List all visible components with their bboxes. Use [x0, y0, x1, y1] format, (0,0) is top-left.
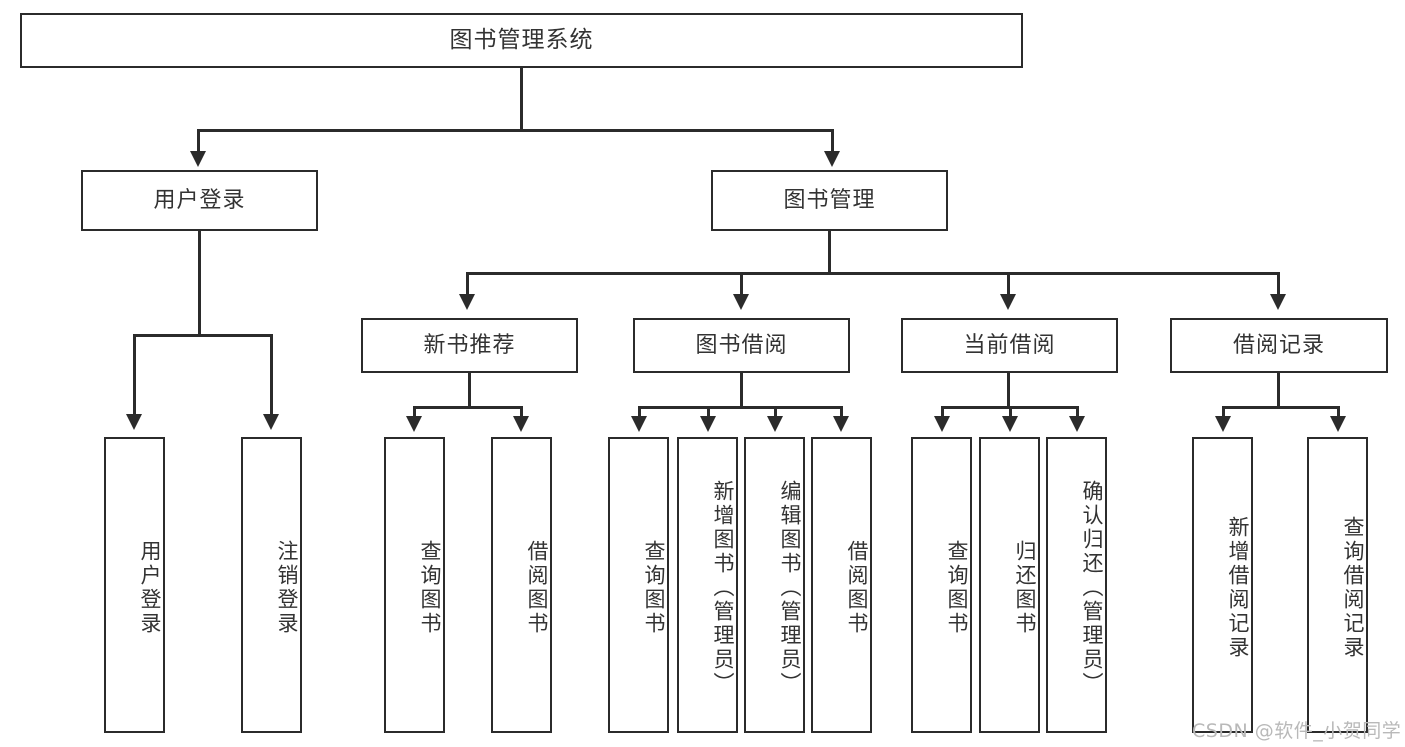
arrowhead-leaf-query-book-2: [631, 416, 647, 432]
leaf-label: 确认归还（管理员）: [1080, 480, 1104, 696]
leaf-label: 查询借阅记录: [1341, 516, 1365, 660]
node-root-system[interactable]: 图书管理系统: [20, 13, 1023, 68]
connector-level3-bus: [466, 272, 1280, 275]
arrowhead-leaf-borrow-book-1: [513, 416, 529, 432]
connector-bb-leaf1: [638, 406, 641, 418]
arrowhead-leaf-add-book: [700, 416, 716, 432]
node-user-login[interactable]: 用户登录: [81, 170, 318, 231]
connector-level2-bus: [197, 129, 834, 132]
leaf-user-login[interactable]: 用户登录: [104, 437, 165, 733]
leaf-label: 查询图书: [642, 540, 666, 636]
connector-new-book-recommend-stem: [468, 373, 471, 408]
arrowhead-leaf-add-record: [1215, 416, 1231, 432]
leaf-add-record[interactable]: 新增借阅记录: [1192, 437, 1253, 733]
connector-cb-leaf3: [1076, 406, 1079, 418]
leaf-label: 用户登录: [138, 540, 162, 636]
connector-borrow-record-bus: [1222, 406, 1340, 409]
leaf-return-book[interactable]: 归还图书: [979, 437, 1040, 733]
arrowhead-user-login: [190, 151, 206, 167]
arrowhead-leaf-edit-book: [767, 416, 783, 432]
arrowhead-current-borrow: [1000, 294, 1016, 310]
csdn-watermark: CSDN @软件_小贺同学: [1192, 720, 1402, 742]
arrowhead-leaf-logout-login: [263, 414, 279, 430]
connector-user-login-leaf2: [270, 334, 273, 416]
connector-borrow-record-stem: [1277, 373, 1280, 408]
leaf-query-record[interactable]: 查询借阅记录: [1307, 437, 1368, 733]
leaf-label: 新增借阅记录: [1226, 516, 1250, 660]
arrowhead-leaf-query-book-1: [406, 416, 422, 432]
node-borrow-record[interactable]: 借阅记录: [1170, 318, 1388, 373]
leaf-label: 查询图书: [945, 540, 969, 636]
arrowhead-book-management: [824, 151, 840, 167]
leaf-confirm-return[interactable]: 确认归还（管理员）: [1046, 437, 1107, 733]
leaf-label: 编辑图书（管理员）: [778, 480, 802, 696]
leaf-label: 借阅图书: [525, 540, 549, 636]
node-book-management[interactable]: 图书管理: [711, 170, 948, 231]
node-new-book-recommend[interactable]: 新书推荐: [361, 318, 578, 373]
connector-br-leaf1: [1222, 406, 1225, 418]
leaf-borrow-book-2[interactable]: 借阅图书: [811, 437, 872, 733]
connector-user-login-stem: [198, 231, 201, 336]
leaf-add-book[interactable]: 新增图书（管理员）: [677, 437, 738, 733]
node-current-borrow[interactable]: 当前借阅: [901, 318, 1118, 373]
leaf-edit-book[interactable]: 编辑图书（管理员）: [744, 437, 805, 733]
arrowhead-new-book-recommend: [459, 294, 475, 310]
connector-drop-current-borrow: [1007, 272, 1010, 296]
connector-bb-leaf2: [707, 406, 710, 418]
connector-nbr-leaf1: [413, 406, 416, 418]
node-book-borrow[interactable]: 图书借阅: [633, 318, 850, 373]
arrowhead-leaf-return-book: [1002, 416, 1018, 432]
connector-bb-leaf3: [774, 406, 777, 418]
leaf-query-book-1[interactable]: 查询图书: [384, 437, 445, 733]
leaf-label: 新增图书（管理员）: [711, 480, 735, 696]
connector-drop-book-borrow: [740, 272, 743, 296]
connector-root-stem: [520, 68, 523, 131]
connector-book-management-stem: [828, 231, 831, 274]
connector-user-login-leaf1: [133, 334, 136, 416]
leaf-query-book-2[interactable]: 查询图书: [608, 437, 669, 733]
leaf-label: 查询图书: [418, 540, 442, 636]
leaf-label: 归还图书: [1013, 540, 1037, 636]
arrowhead-leaf-query-record: [1330, 416, 1346, 432]
connector-bb-leaf4: [840, 406, 843, 418]
arrowhead-leaf-user-login: [126, 414, 142, 430]
connector-new-book-recommend-bus: [413, 406, 523, 409]
arrowhead-borrow-record: [1270, 294, 1286, 310]
leaf-label: 注销登录: [275, 540, 299, 636]
leaf-label: 借阅图书: [845, 540, 869, 636]
connector-br-leaf2: [1337, 406, 1340, 418]
connector-drop-user-login: [197, 129, 200, 153]
connector-cb-leaf1: [941, 406, 944, 418]
leaf-query-book-3[interactable]: 查询图书: [911, 437, 972, 733]
arrowhead-book-borrow: [733, 294, 749, 310]
connector-drop-book-management: [831, 129, 834, 153]
arrowhead-leaf-query-book-3: [934, 416, 950, 432]
leaf-logout-login[interactable]: 注销登录: [241, 437, 302, 733]
arrowhead-leaf-borrow-book-2: [833, 416, 849, 432]
connector-book-borrow-stem: [740, 373, 743, 408]
connector-user-login-bus: [133, 334, 270, 337]
connector-drop-new-book-recommend: [466, 272, 469, 296]
leaf-borrow-book-1[interactable]: 借阅图书: [491, 437, 552, 733]
connector-book-borrow-bus: [638, 406, 843, 409]
connector-drop-borrow-record: [1277, 272, 1280, 296]
connector-current-borrow-stem: [1007, 373, 1010, 408]
connector-nbr-leaf2: [520, 406, 523, 418]
connector-cb-leaf2: [1009, 406, 1012, 418]
arrowhead-leaf-confirm-return: [1069, 416, 1085, 432]
